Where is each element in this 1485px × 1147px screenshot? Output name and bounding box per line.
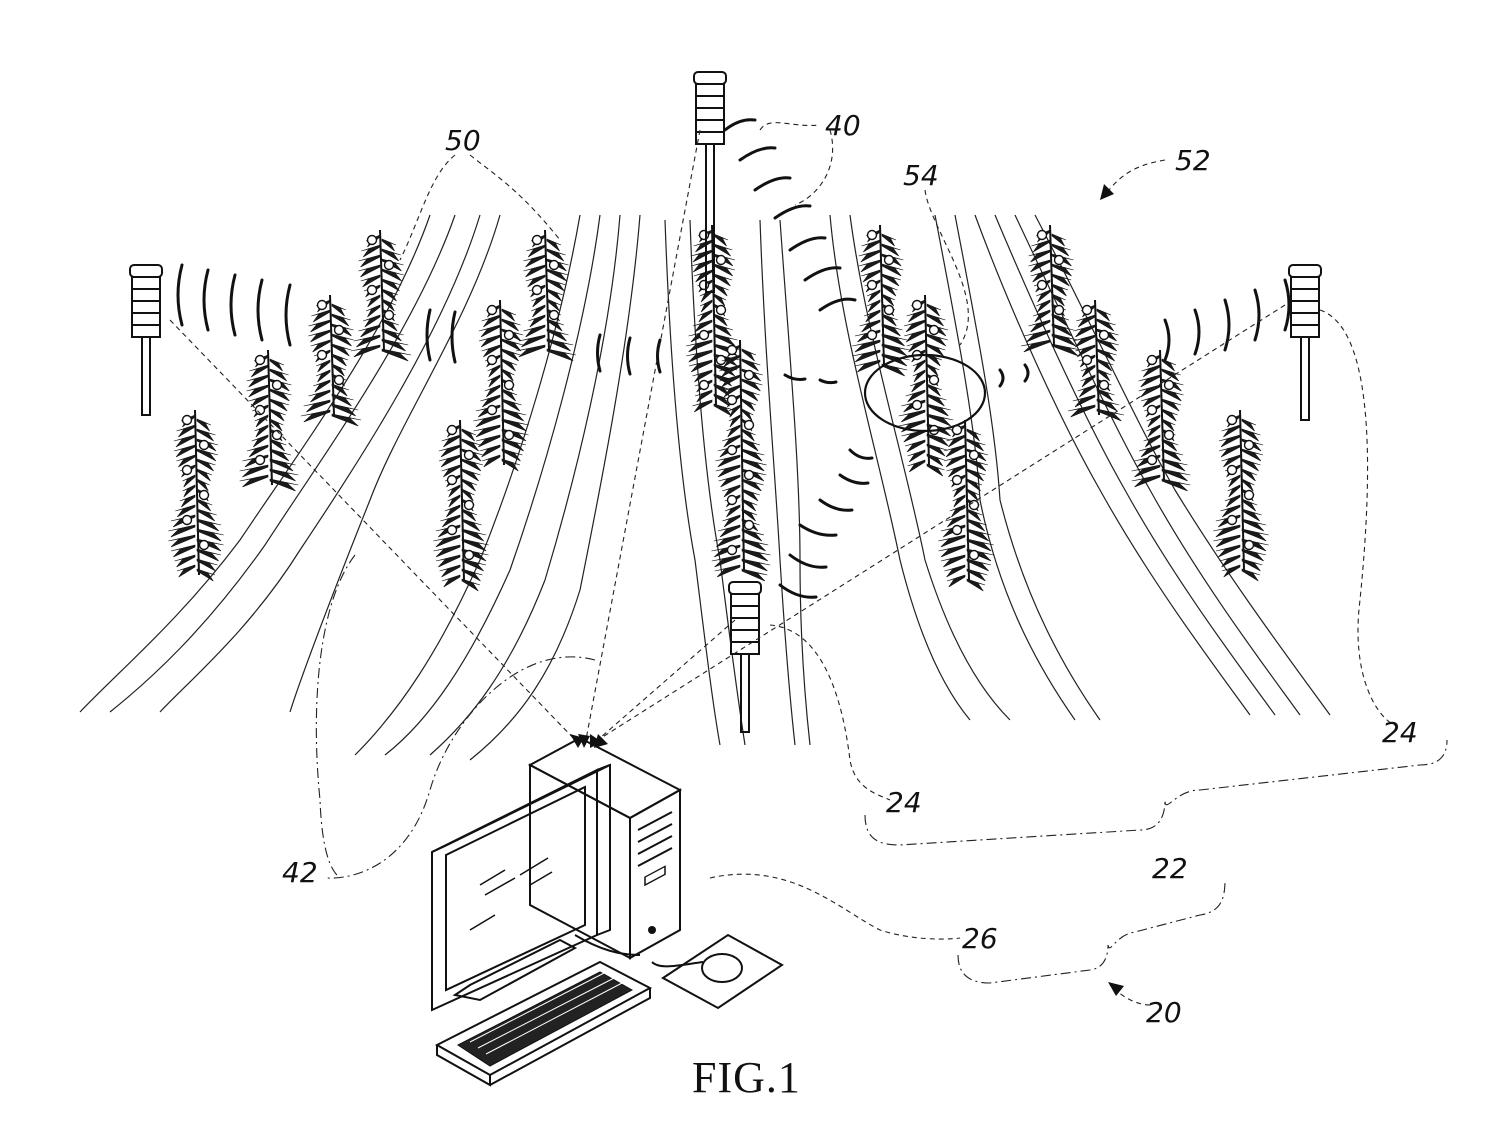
reference-leaders (315, 122, 1448, 1006)
plant (711, 339, 771, 582)
plant (1213, 409, 1269, 582)
plant (433, 419, 489, 592)
label-system: 20 (1146, 996, 1182, 1029)
plant (350, 229, 412, 362)
label-link: 42 (282, 856, 318, 889)
plant (168, 409, 224, 582)
figure-caption: FIG.1 (692, 1053, 801, 1102)
label-sensor-center: 24 (886, 786, 922, 819)
plant (239, 349, 299, 492)
plant (300, 294, 362, 427)
plants (168, 224, 1269, 592)
plant (1067, 299, 1125, 422)
plant (515, 229, 577, 362)
field-furrows (79, 214, 1331, 761)
plant (898, 294, 954, 477)
sensor-center-top (693, 71, 727, 293)
computer-workstation (431, 736, 784, 1087)
label-plant: 54 (903, 159, 939, 192)
signal-waves (176, 118, 1291, 599)
plant (1020, 224, 1082, 357)
keyboard (434, 960, 653, 1087)
plant (938, 419, 994, 592)
plant (685, 224, 741, 417)
label-plant-rows: 50 (445, 124, 481, 157)
computer-tower (527, 736, 683, 960)
selected-plant-highlight (863, 353, 987, 433)
sensor-right (1288, 264, 1322, 421)
plant (1131, 349, 1191, 492)
label-signal: 40 (825, 109, 861, 142)
label-field: 52 (1175, 144, 1211, 177)
label-sensor-right: 24 (1382, 716, 1418, 749)
sensor-center-bottom (728, 581, 762, 733)
computer-monitor (431, 763, 611, 1012)
label-computer: 26 (962, 922, 998, 955)
sensor-left (129, 264, 163, 416)
mouse (651, 933, 784, 1010)
plant (852, 224, 910, 377)
plant (473, 299, 529, 472)
label-sensor-network: 22 (1152, 852, 1188, 885)
